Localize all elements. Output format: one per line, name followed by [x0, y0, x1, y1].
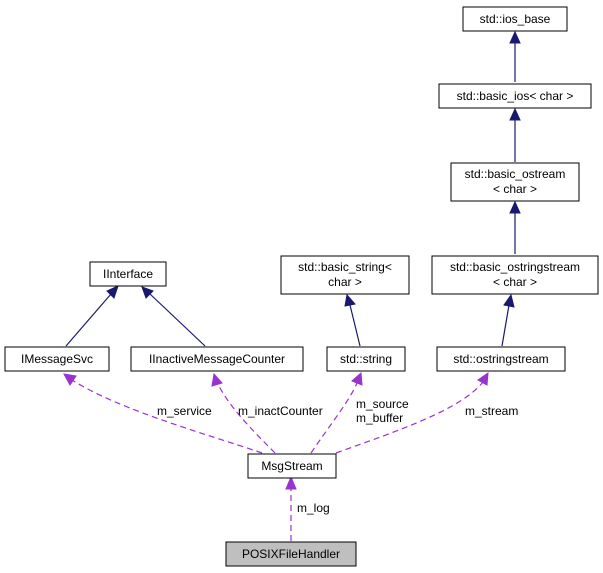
node-msgstream-label: MsgStream	[261, 459, 322, 473]
node-basic-ostringstream-label-2: < char >	[493, 275, 537, 289]
edge-ostringstream-to-basic-ostringstream	[501, 304, 510, 347]
node-iinterface-label: IInterface	[103, 267, 153, 281]
label-m-buffer: m_buffer	[356, 411, 403, 425]
label-m-log: m_log	[297, 501, 330, 515]
node-iinactive-message-counter[interactable]: IInactiveMessageCounter	[130, 346, 304, 372]
arrowhead-basic-ios	[509, 107, 521, 121]
inheritance-edges	[65, 30, 521, 347]
usage-edges	[63, 371, 489, 541]
arrowhead-basic-string	[344, 293, 356, 307]
edge-iinactive-to-iinterface	[149, 293, 206, 347]
node-ostringstream[interactable]: std::ostringstream	[436, 346, 566, 372]
node-basic-ostream-label-2: < char >	[493, 182, 537, 196]
node-ios-base[interactable]: std::ios_base	[462, 6, 568, 32]
arrowhead-msgstream	[285, 475, 297, 490]
label-m-source: m_source	[356, 397, 409, 411]
label-m-inact-counter: m_inactCounter	[238, 404, 323, 418]
node-basic-ios[interactable]: std::basic_ios< char >	[438, 83, 592, 109]
node-string-label: std::string	[340, 352, 392, 366]
edge-msgstream-to-string	[310, 382, 358, 454]
node-basic-ostream[interactable]: std::basic_ostream < char >	[450, 162, 580, 202]
edge-msgstream-to-ostringstream	[335, 381, 484, 454]
edge-imessagesvc-to-iinterface	[65, 293, 112, 347]
node-basic-string-label-2: char >	[328, 275, 362, 289]
edge-msgstream-to-imessagesvc	[71, 379, 263, 454]
arrowhead-ios-base	[509, 30, 521, 44]
node-msgstream[interactable]: MsgStream	[247, 453, 337, 479]
node-string[interactable]: std::string	[326, 346, 406, 372]
node-imessagesvc[interactable]: IMessageSvc	[4, 346, 110, 372]
node-iinactive-message-counter-label: IInactiveMessageCounter	[149, 352, 285, 366]
label-m-stream: m_stream	[465, 404, 518, 418]
arrowhead-ostringstream	[477, 371, 489, 386]
edge-string-to-basic-string	[349, 304, 361, 347]
node-ios-base-label: std::ios_base	[480, 12, 551, 26]
node-imessagesvc-label: IMessageSvc	[21, 352, 93, 366]
arrowhead-iinterface-left	[106, 285, 119, 299]
node-iinterface[interactable]: IInterface	[89, 261, 167, 287]
arrowhead-imessagesvc	[63, 373, 77, 386]
arrowhead-iinterface-right	[141, 286, 154, 299]
node-basic-ostream-label-1: std::basic_ostream	[465, 167, 566, 181]
edge-msgstream-to-iinactive	[217, 383, 276, 454]
node-basic-ostringstream-label-1: std::basic_ostringstream	[450, 260, 580, 274]
node-basic-ios-label: std::basic_ios< char >	[457, 89, 574, 103]
node-basic-string[interactable]: std::basic_string< char >	[280, 255, 410, 295]
arrowhead-string	[351, 371, 363, 386]
label-m-service: m_service	[157, 404, 212, 418]
node-basic-ostringstream[interactable]: std::basic_ostringstream < char >	[431, 255, 599, 295]
node-posix-file-handler[interactable]: POSIXFileHandler	[225, 541, 357, 567]
node-ostringstream-label: std::ostringstream	[453, 352, 548, 366]
edge-labels: m_service m_inactCounter m_source m_buff…	[157, 397, 518, 515]
node-basic-string-label-1: std::basic_string<	[298, 260, 392, 274]
node-posix-file-handler-label: POSIXFileHandler	[242, 547, 340, 561]
arrowhead-basic-ostream	[509, 200, 521, 214]
arrowhead-basic-ostringstream	[503, 293, 515, 308]
arrowhead-iinactive	[211, 372, 223, 387]
